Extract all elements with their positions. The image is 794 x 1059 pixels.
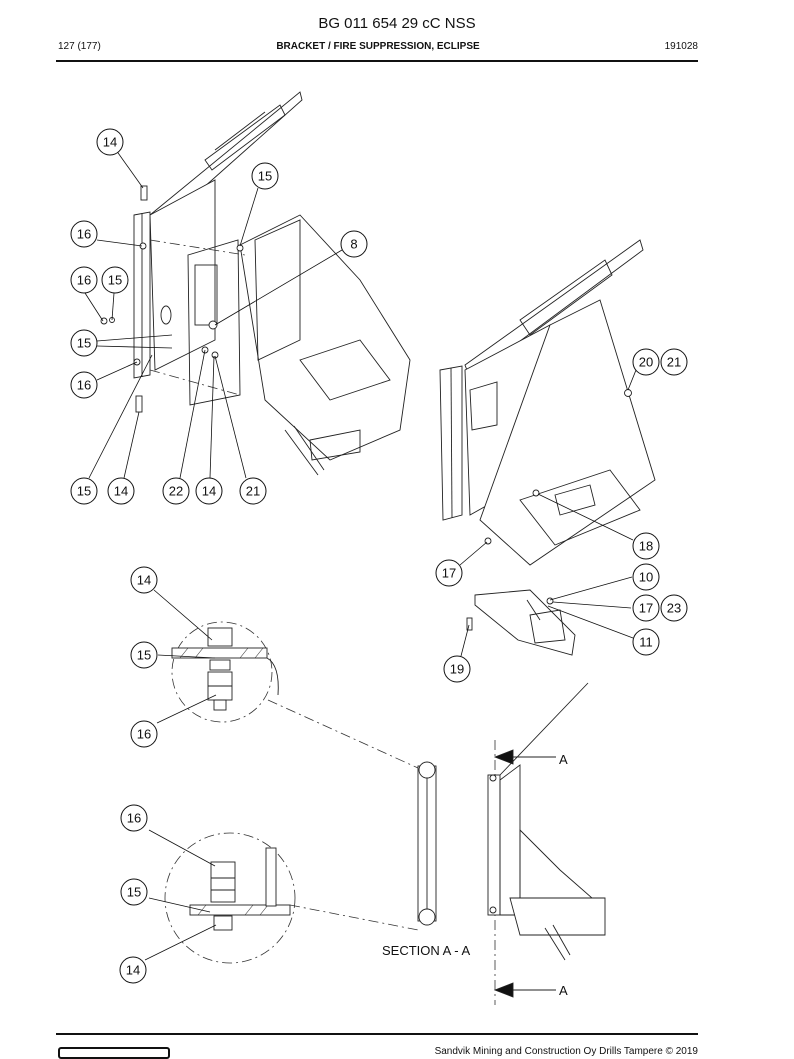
callout-14: 14 [96, 128, 124, 156]
svg-text:14: 14 [114, 484, 128, 499]
callout-17: 17 [435, 559, 463, 587]
callout-16: 16 [120, 804, 148, 832]
callout-21: 21 [239, 477, 267, 505]
assembled-view [439, 239, 656, 656]
svg-text:21: 21 [667, 355, 681, 370]
svg-text:14: 14 [137, 573, 151, 588]
footer-rule [56, 1033, 698, 1035]
callout-17: 17 [632, 594, 660, 622]
section-marker-bottom: A [559, 983, 568, 998]
section-marker-top: A [559, 752, 568, 767]
svg-text:18: 18 [639, 539, 653, 554]
callout-18: 18 [632, 532, 660, 560]
svg-text:15: 15 [77, 336, 91, 351]
callout-16: 16 [130, 720, 158, 748]
callout-19: 19 [443, 655, 471, 683]
company-logo [58, 1047, 170, 1059]
svg-text:14: 14 [202, 484, 216, 499]
callout-14: 14 [119, 956, 147, 984]
callout-15: 15 [130, 641, 158, 669]
svg-text:16: 16 [137, 727, 151, 742]
callout-16: 16 [70, 266, 98, 294]
callout-10: 10 [632, 563, 660, 591]
svg-text:15: 15 [137, 648, 151, 663]
callout-15: 15 [70, 477, 98, 505]
svg-text:15: 15 [108, 273, 122, 288]
svg-text:8: 8 [350, 237, 357, 252]
callout-22: 22 [162, 477, 190, 505]
detail-lower [164, 832, 419, 964]
svg-text:15: 15 [258, 169, 272, 184]
callout-15: 15 [101, 266, 129, 294]
header-rule [56, 60, 698, 62]
svg-text:19: 19 [450, 662, 464, 677]
section-bar [417, 761, 437, 926]
svg-text:16: 16 [77, 378, 91, 393]
svg-text:22: 22 [169, 484, 183, 499]
detail-upper [171, 621, 419, 769]
svg-text:14: 14 [103, 135, 117, 150]
callout-15: 15 [251, 162, 279, 190]
callout-14: 14 [195, 477, 223, 505]
svg-text:23: 23 [667, 601, 681, 616]
svg-text:14: 14 [126, 963, 140, 978]
page-number: 127 (177) [58, 41, 101, 52]
svg-text:15: 15 [127, 885, 141, 900]
exploded-view [100, 91, 411, 476]
svg-text:17: 17 [442, 566, 456, 581]
svg-text:17: 17 [639, 601, 653, 616]
footer-copyright: Sandvik Mining and Construction Oy Drill… [434, 1046, 698, 1057]
svg-text:15: 15 [77, 484, 91, 499]
svg-text:21: 21 [246, 484, 260, 499]
document-date: 191028 [664, 41, 698, 52]
leader-lines [84, 149, 637, 961]
section-label: SECTION A - A [382, 943, 470, 958]
svg-text:16: 16 [77, 227, 91, 242]
callout-14: 14 [107, 477, 135, 505]
svg-text:11: 11 [639, 635, 653, 650]
callout-15: 15 [120, 878, 148, 906]
callout-20: 20 [632, 348, 660, 376]
callout-16: 16 [70, 220, 98, 248]
document-title: BRACKET / FIRE SUPPRESSION, ECLIPSE [276, 41, 480, 52]
callout-21: 21 [660, 348, 688, 376]
callout-11: 11 [632, 628, 660, 656]
callout-8: 8 [340, 230, 368, 258]
svg-text:16: 16 [77, 273, 91, 288]
svg-text:10: 10 [639, 570, 653, 585]
side-view [487, 682, 606, 1005]
svg-text:20: 20 [639, 355, 653, 370]
callout-16: 16 [70, 371, 98, 399]
svg-text:16: 16 [127, 811, 141, 826]
callout-23: 23 [660, 594, 688, 622]
callout-15: 15 [70, 329, 98, 357]
document-code: BG 011 654 29 cC NSS [318, 15, 476, 32]
callout-14: 14 [130, 566, 158, 594]
